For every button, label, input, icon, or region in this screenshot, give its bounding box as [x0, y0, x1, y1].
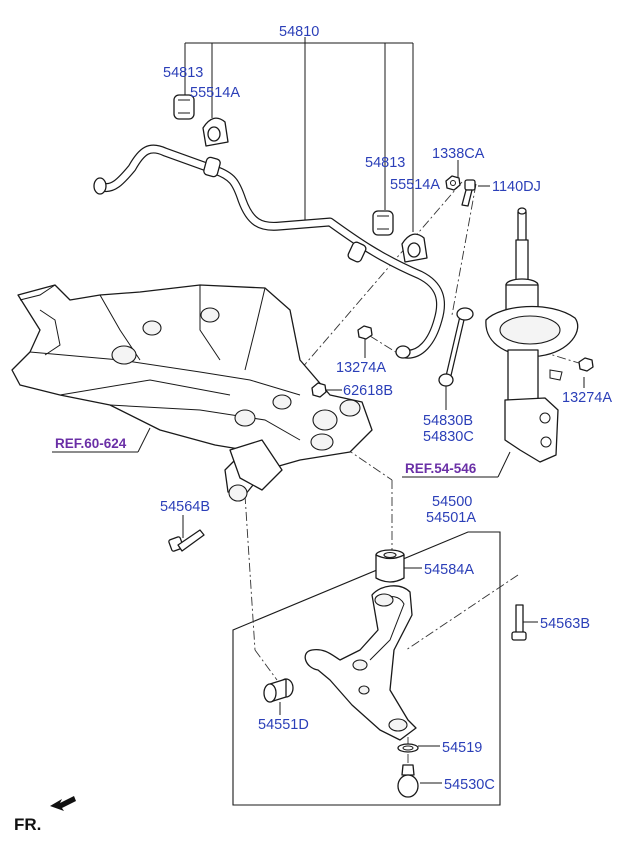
label-55514a-b[interactable]: 55514A: [390, 177, 440, 193]
lower-arm-group-box: [232, 531, 501, 806]
label-54584a[interactable]: 54584A: [424, 562, 474, 578]
label-1338ca[interactable]: 1338CA: [432, 146, 485, 162]
bolt-1140dj: [461, 179, 476, 207]
stabilizer-bar: [93, 144, 446, 359]
label-62618b[interactable]: 62618B: [343, 383, 393, 399]
stabilizer-link: [438, 307, 474, 387]
front-direction-indicator: FR.: [14, 796, 76, 834]
bushing-54584a: [375, 549, 405, 583]
label-55514a-a[interactable]: 55514A: [190, 85, 240, 101]
label-54500[interactable]: 54500: [432, 494, 472, 510]
bar-bushing-left: [173, 94, 195, 120]
ref-54-546[interactable]: REF.54-546: [405, 461, 477, 476]
ref-60-624[interactable]: REF.60-624: [55, 436, 127, 451]
label-54519[interactable]: 54519: [442, 740, 482, 756]
nut-13274a-left: [357, 325, 373, 340]
label-13274a-a[interactable]: 13274A: [336, 360, 386, 376]
fr-label: FR.: [14, 815, 41, 834]
label-54563b[interactable]: 54563B: [540, 616, 590, 632]
bar-inline-bushings: [203, 156, 367, 263]
ball-joint-54530c: [397, 764, 419, 798]
bolt-54563b: [511, 604, 527, 641]
leader-lines: [52, 37, 585, 784]
label-54810[interactable]: 54810: [279, 24, 319, 40]
label-54830b[interactable]: 54830B: [423, 413, 473, 429]
label-54813-a[interactable]: 54813: [163, 65, 203, 81]
front-arrow-icon: [50, 796, 76, 811]
strut-assembly: [485, 207, 579, 463]
nut-13274a-right: [578, 357, 594, 372]
bar-bushing-right: [372, 210, 394, 236]
label-54564b[interactable]: 54564B: [160, 499, 210, 515]
nut-1338ca: [445, 175, 461, 191]
snap-ring-54519: [397, 743, 419, 753]
lower-arm: [304, 585, 417, 741]
label-54813-b[interactable]: 54813: [365, 155, 405, 171]
reference-labels: REF.60-624 REF.54-546: [55, 436, 477, 476]
label-13274a-b[interactable]: 13274A: [562, 390, 612, 406]
part-labels: 54810 54813 55514A 54813 55514A 1338CA 1…: [160, 24, 612, 793]
label-54551d[interactable]: 54551D: [258, 717, 309, 733]
bar-clamp-left: [202, 117, 229, 147]
label-54501a[interactable]: 54501A: [426, 510, 476, 526]
label-54830c[interactable]: 54830C: [423, 429, 474, 445]
crossmember: [11, 284, 373, 502]
label-1140dj[interactable]: 1140DJ: [492, 179, 541, 195]
bolt-54564b: [168, 529, 205, 552]
nut-62618b: [311, 382, 327, 398]
bar-clamp-right: [401, 233, 428, 263]
bushing-54551d: [263, 678, 294, 703]
label-54530c[interactable]: 54530C: [444, 777, 495, 793]
